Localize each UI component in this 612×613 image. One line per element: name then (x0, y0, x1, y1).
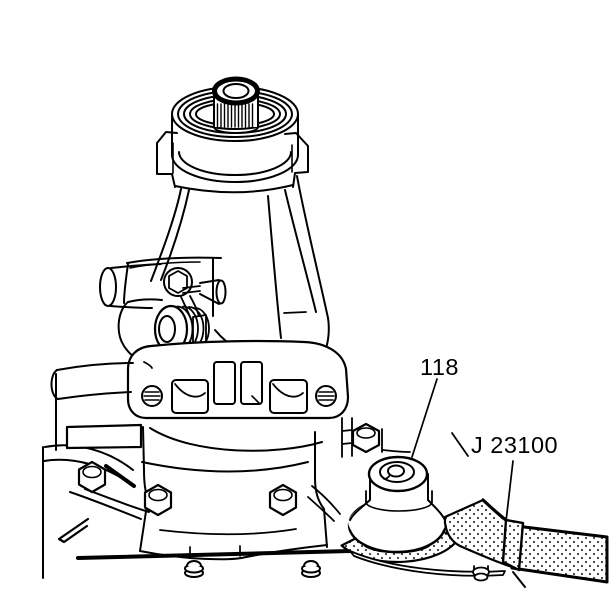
tool-callout-j23100: J 23100 (471, 432, 558, 458)
part-callout-118: 118 (420, 354, 459, 380)
callouts: 118 J 23100 (411, 354, 558, 531)
pulley-hub (156, 76, 309, 194)
casting-tab (57, 517, 90, 544)
mounting-bracket (126, 339, 469, 458)
pump-housing-base (42, 426, 352, 579)
small-bolt-under-tool (472, 565, 490, 582)
tool-j23100-wrench (443, 498, 609, 588)
bleed-fitting-stem (182, 285, 201, 294)
dowel-pin (301, 560, 321, 578)
dowel-pin (184, 560, 204, 578)
left-boss (50, 361, 153, 451)
tool-handle (510, 524, 609, 584)
tool-sleeve (501, 518, 525, 572)
engine-mounting-surface (76, 549, 352, 560)
leader-line-j23100 (504, 460, 514, 531)
pump-neck (123, 175, 330, 363)
leader-line-118 (411, 378, 438, 458)
part-118-fitting (347, 455, 447, 554)
splined-shaft (212, 76, 260, 134)
